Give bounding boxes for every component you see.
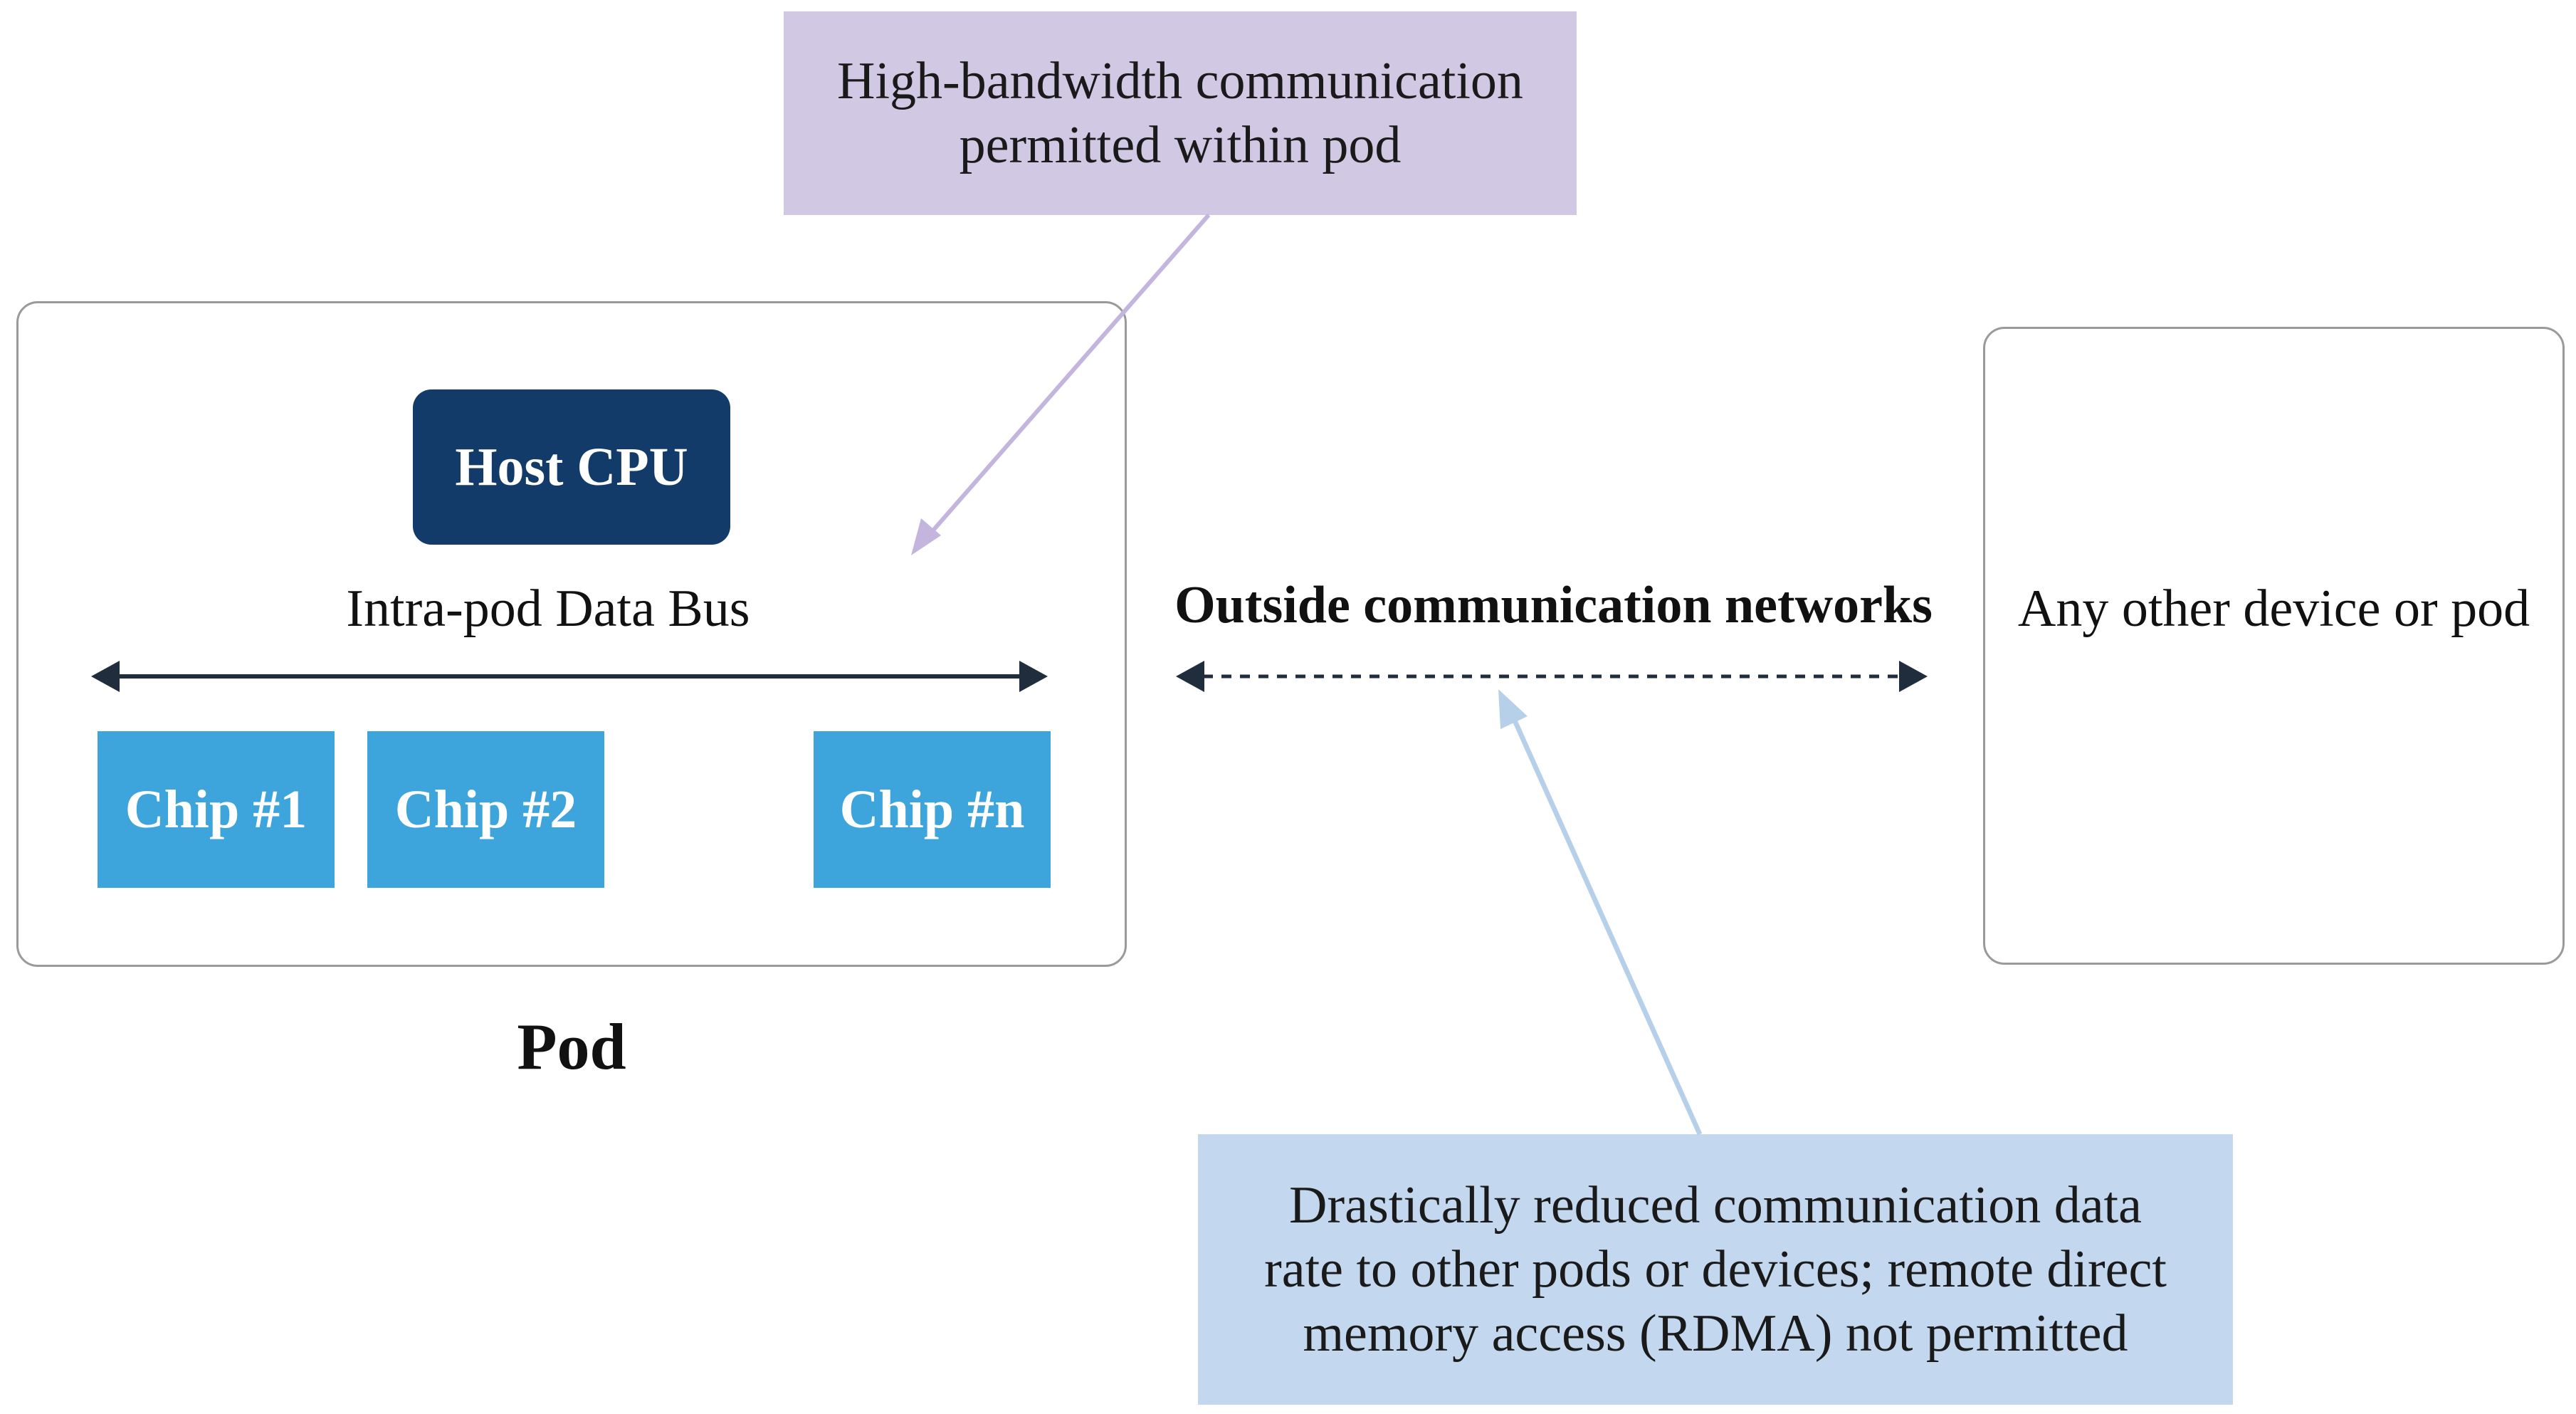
other-device-label: Any other device or pod	[2017, 580, 2530, 638]
outside-networks-dashed-arrow	[1176, 661, 1928, 692]
intra-pod-data-bus-label: Intra-pod Data Bus	[346, 580, 750, 638]
high-bandwidth-callout-line-1: High-bandwidth communication	[837, 52, 1523, 110]
chip-1-box: Chip #1	[98, 731, 335, 888]
host-cpu-box: Host CPU	[413, 389, 730, 545]
reduced-rate-callout-line-3: memory access (RDMA) not permitted	[1303, 1304, 2128, 1363]
pod-label: Pod	[517, 1010, 626, 1083]
high-bandwidth-callout-line-2: permitted within pod	[959, 116, 1402, 174]
host-cpu-label: Host CPU	[455, 436, 688, 497]
reduced-rate-callout: Drastically reduced communication data r…	[1198, 1134, 2233, 1405]
other-device-container	[1983, 327, 2565, 965]
reduced-rate-pointer-arrow	[1498, 689, 1703, 1136]
chip-n-label: Chip #n	[839, 779, 1025, 839]
chip-2-box: Chip #2	[367, 731, 604, 888]
chip-2-label: Chip #2	[394, 779, 577, 839]
reduced-rate-callout-line-1: Drastically reduced communication data	[1289, 1176, 2142, 1235]
outside-networks-label: Outside communication networks	[1174, 576, 1933, 634]
chip-1-label: Chip #1	[125, 779, 307, 839]
chip-n-box: Chip #n	[814, 731, 1051, 888]
reduced-rate-callout-line-2: rate to other pods or devices; remote di…	[1264, 1240, 2167, 1299]
high-bandwidth-callout: High-bandwidth communication permitted w…	[784, 11, 1577, 215]
